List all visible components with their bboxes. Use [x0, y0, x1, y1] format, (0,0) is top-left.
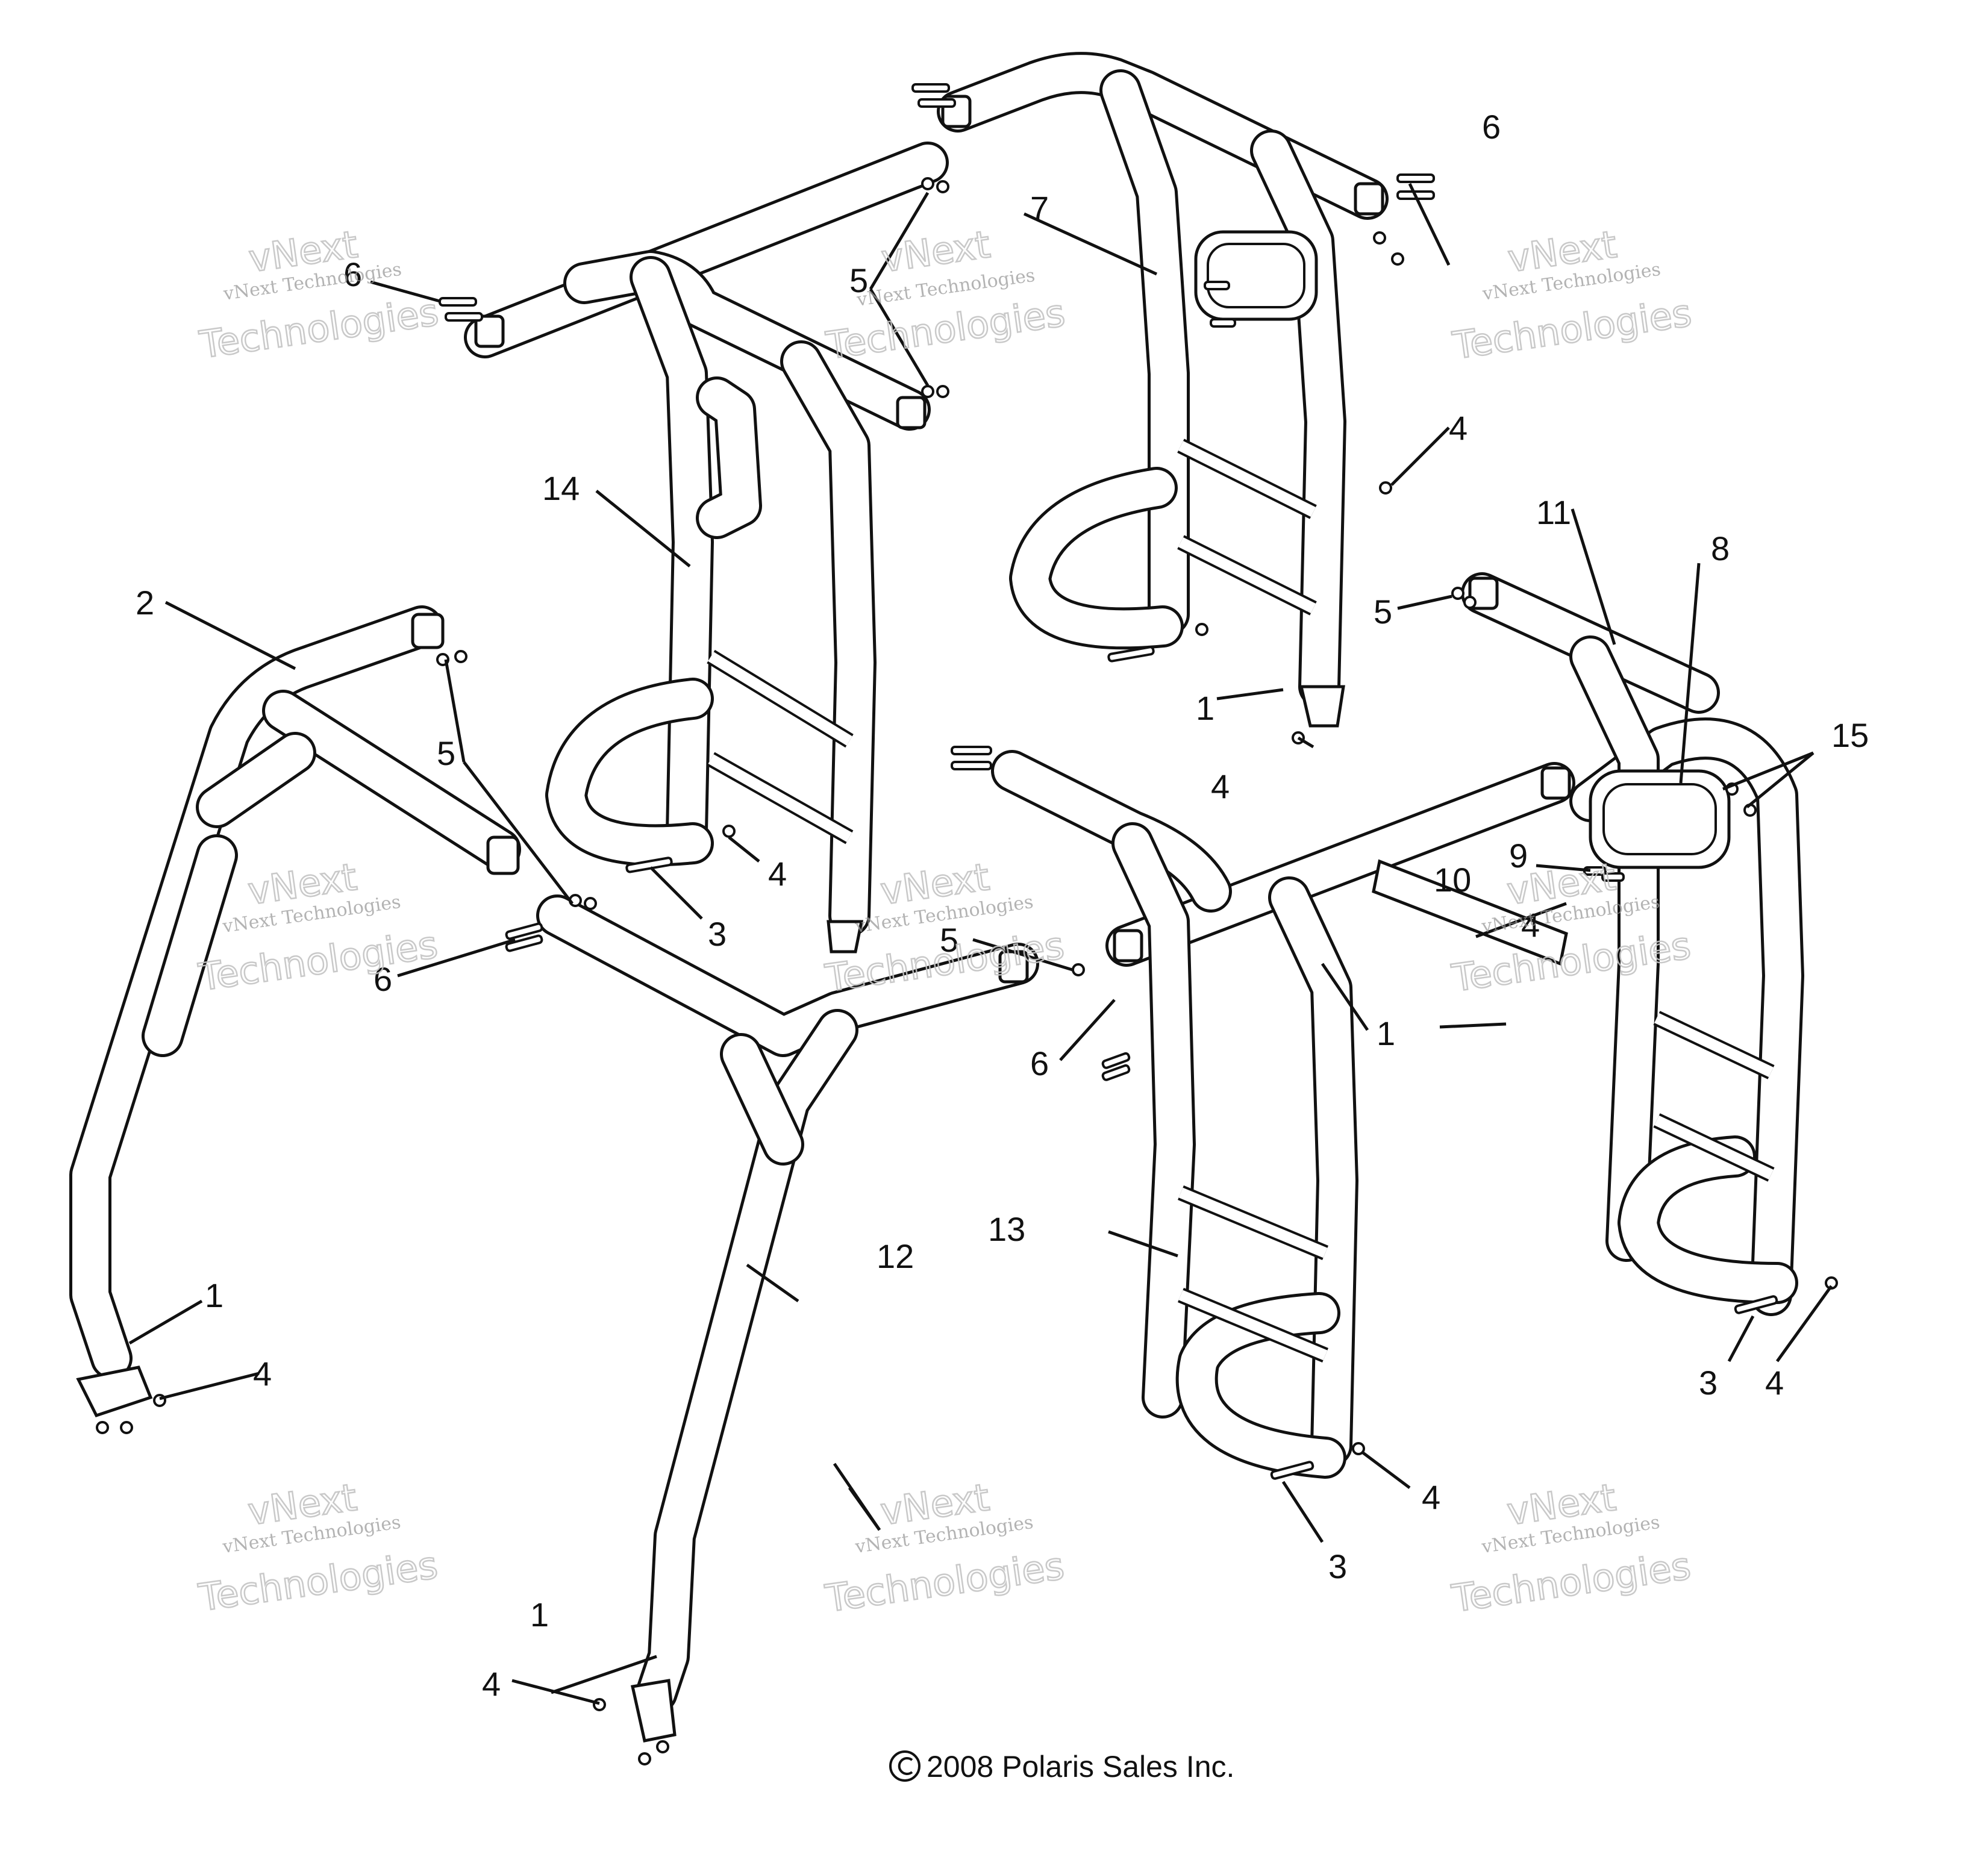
callout-labels: 1 1 1 1 2 3 3 3 4 4 4 4 4 4 4 4 5 5 5 5 …: [136, 108, 1869, 1703]
frame-part-14: [464, 142, 949, 954]
frame-part-13: [991, 750, 1575, 1479]
callout-4: 4: [1765, 1364, 1784, 1402]
callout-3: 3: [708, 915, 727, 953]
callout-10: 10: [1434, 861, 1471, 899]
callout-6: 6: [343, 255, 362, 293]
svg-text:vNext: vNext: [879, 222, 993, 281]
copyright-icon-c: [898, 1757, 913, 1775]
callout-4: 4: [768, 855, 787, 893]
callout-5: 5: [940, 921, 958, 959]
leader-lines: [128, 183, 1833, 1705]
callout-4: 4: [1521, 906, 1540, 944]
callout-11: 11: [1536, 493, 1571, 531]
frame-part-7: [937, 52, 1389, 728]
frame-part-12: [536, 894, 1039, 1743]
watermark-bottom-left: vNext Technologies vNext Technologies: [195, 1475, 441, 1621]
callout-6: 6: [374, 960, 392, 998]
callout-4: 4: [482, 1665, 501, 1703]
frame-part-2: [69, 605, 521, 1418]
frame-part-11: [1461, 572, 1804, 1316]
copyright-text: 2008 Polaris Sales Inc.: [927, 1750, 1234, 1784]
watermark-bottom-right: vNext Technologies vNext Technologies: [1448, 1475, 1694, 1622]
callout-4: 4: [1211, 767, 1230, 805]
callout-15: 15: [1831, 716, 1869, 754]
copyright-icon: [889, 1750, 921, 1782]
callout-8: 8: [1711, 529, 1730, 567]
callout-9: 9: [1509, 837, 1528, 875]
copyright-notice: 2008 Polaris Sales Inc.: [889, 1750, 1234, 1784]
callout-12: 12: [877, 1237, 914, 1275]
callout-6: 6: [1030, 1044, 1049, 1082]
callout-1: 1: [205, 1276, 223, 1314]
callout-1: 1: [1377, 1014, 1395, 1052]
callout-2: 2: [136, 584, 154, 622]
callout-5: 5: [437, 734, 455, 772]
callout-3: 3: [1699, 1364, 1718, 1402]
callout-7: 7: [1030, 189, 1049, 227]
callout-4: 4: [1449, 409, 1468, 447]
callout-6: 6: [1482, 108, 1501, 146]
callout-1: 1: [1196, 689, 1214, 727]
watermark-top-right: vNext Technologies vNext Technologies: [1449, 222, 1695, 369]
callout-1: 1: [530, 1596, 549, 1634]
callout-14: 14: [542, 469, 580, 507]
callout-4: 4: [253, 1355, 272, 1393]
callout-13: 13: [988, 1210, 1025, 1248]
callout-5: 5: [1374, 593, 1392, 631]
callout-5: 5: [849, 261, 868, 299]
callout-4: 4: [1422, 1478, 1440, 1516]
callout-3: 3: [1328, 1547, 1347, 1585]
